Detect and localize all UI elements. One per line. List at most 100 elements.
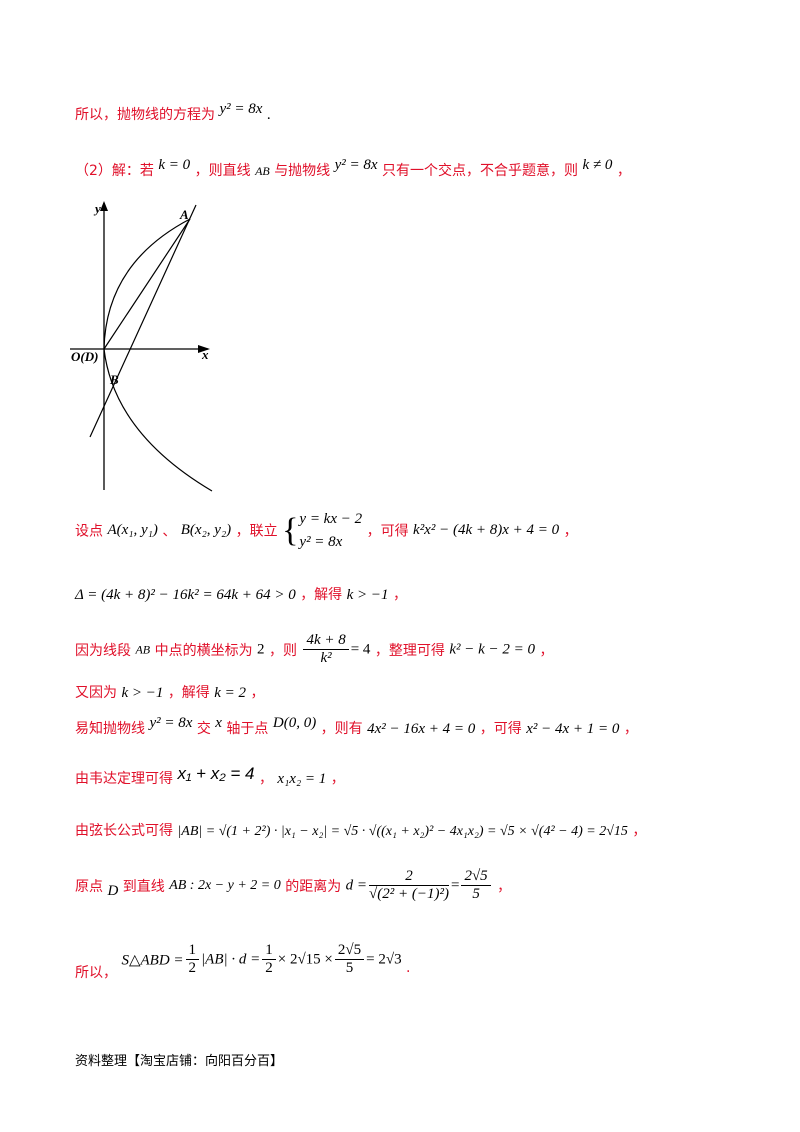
- punct: ，: [623, 721, 638, 737]
- text: ，整理可得: [374, 642, 445, 659]
- text: ，解得: [300, 587, 343, 603]
- math: x² − 4x + 1 = 0: [526, 721, 620, 737]
- math: x₁ + x₂ = 4: [177, 764, 255, 783]
- math: |AB| · d =: [201, 951, 261, 968]
- parabola-lower-branch: [103, 348, 213, 492]
- label-y: y: [93, 201, 101, 216]
- punct: ，: [539, 642, 554, 659]
- frac-num: 1: [262, 942, 276, 961]
- line-intersection: 易知抛物线 y² = 8x 交 x 轴于点 D(0, 0) ，则有 4x² − …: [75, 715, 638, 738]
- line-setup: 设点 A(x₁, y₁) 、 B(x₂, y₂) ，联立 {y = kx − 2…: [75, 508, 578, 553]
- frac-num: 1: [185, 942, 200, 961]
- text: 、: [162, 523, 177, 540]
- punct: ，: [258, 771, 273, 787]
- line-discriminant: Δ = (4k + 8)² − 16k² = 64k + 64 > 0 ，解得 …: [75, 584, 407, 604]
- math: AB: [255, 164, 270, 178]
- x-axis-arrow: [198, 345, 210, 353]
- text: 交: [196, 721, 211, 737]
- math: A(x₁, y₁): [107, 522, 158, 538]
- math: D: [107, 883, 119, 900]
- math: y² = 8x: [334, 157, 378, 173]
- text: ，则直线: [194, 163, 251, 179]
- line-solve-k: 又因为 k > −1 ，解得 k = 2 ，: [75, 682, 265, 702]
- line-distance: 原点 D 到直线 AB : 2x − y + 2 = 0 的距离为 d =2√(…: [75, 868, 511, 904]
- math: S△ABD =: [121, 952, 184, 969]
- math: k = 2: [214, 685, 247, 701]
- punct: ，: [250, 685, 265, 701]
- punct: ，: [632, 823, 647, 839]
- punct: ，: [497, 878, 512, 895]
- math: D(0, 0): [272, 715, 317, 731]
- math: x: [215, 715, 222, 731]
- text: 轴于点: [226, 721, 269, 737]
- text: ，则: [268, 642, 297, 659]
- math: k > −1: [346, 587, 389, 603]
- text: 与抛物线: [274, 163, 331, 179]
- math: k² − k − 2 = 0: [449, 641, 536, 658]
- math: d =: [345, 877, 368, 894]
- frac-den: 2: [265, 960, 273, 977]
- line-chord-length: 由弦长公式可得 |AB| = √(1 + 2²) · |x₁ − x₂| = √…: [75, 820, 646, 840]
- brace: {: [282, 511, 299, 549]
- text: 由韦达定理可得: [75, 771, 173, 787]
- punct: .: [266, 107, 271, 123]
- text: ，可得: [366, 523, 409, 540]
- text: （2）解：若: [75, 163, 154, 179]
- frac-num: 2: [369, 868, 449, 887]
- math-eq: y² = 8x: [219, 101, 263, 117]
- math: 2: [257, 641, 265, 658]
- text: 又因为: [75, 685, 117, 701]
- label-a: A: [179, 207, 189, 222]
- footer-source: 资料整理【淘宝店铺：向阳百分百】: [75, 1054, 284, 1069]
- math: = 4: [350, 641, 371, 658]
- text: ，解得: [167, 685, 210, 701]
- segment-da: [103, 218, 191, 350]
- punct: ，: [616, 163, 631, 179]
- line-parabola-equation: 所以，抛物线的方程为 y² = 8x .: [75, 101, 271, 124]
- text: 只有一个交点，不合乎题意，则: [382, 163, 579, 179]
- punct: ，: [563, 523, 578, 540]
- math: y² = 8x: [149, 715, 193, 731]
- fraction: 2√(2² + (−1)²): [369, 868, 449, 904]
- parabola-upper-branch: [103, 218, 191, 350]
- frac-den: k²: [320, 650, 332, 667]
- line-part2-intro: （2）解：若 k = 0 ，则直线 AB 与抛物线 y² = 8x 只有一个交点…: [75, 157, 631, 180]
- math: AB: [135, 642, 151, 657]
- punct: .: [406, 959, 411, 976]
- y-axis-arrow: [100, 201, 108, 211]
- text: 所以，抛物线的方程为: [75, 107, 215, 123]
- text: ，可得: [479, 721, 522, 737]
- math: Δ = (4k + 8)² − 16k² = 64k + 64 > 0: [75, 587, 296, 603]
- system-eq-2: y² = 8x: [299, 533, 343, 550]
- punct: ，: [393, 587, 407, 603]
- parabola-graph: y x A B O(D): [70, 201, 213, 492]
- label-origin: O(D): [71, 349, 98, 364]
- label-x: x: [201, 347, 209, 362]
- math: k ≠ 0: [582, 157, 613, 173]
- text: ，联立: [235, 523, 278, 540]
- frac-num: 4k + 8: [303, 632, 349, 651]
- math: x₁x₂ = 1: [277, 771, 327, 787]
- text: 由弦长公式可得: [75, 823, 173, 839]
- frac-den: √(2² + (−1)²): [369, 886, 449, 903]
- frac-den: 5: [345, 960, 354, 977]
- text: ，则有: [320, 721, 363, 737]
- text: 所以，: [75, 964, 117, 981]
- math: =: [450, 877, 460, 894]
- math: k²x² − (4k + 8)x + 4 = 0: [413, 522, 560, 538]
- math: = 2√3: [366, 951, 402, 968]
- system-eq-1: y = kx − 2: [299, 511, 363, 527]
- math: k = 0: [158, 157, 191, 173]
- math: × 2√15 ×: [277, 951, 333, 968]
- line-ab: [89, 204, 197, 438]
- text: 易知抛物线: [75, 721, 145, 737]
- punct: ，: [330, 771, 345, 787]
- text: 因为线段: [75, 642, 131, 659]
